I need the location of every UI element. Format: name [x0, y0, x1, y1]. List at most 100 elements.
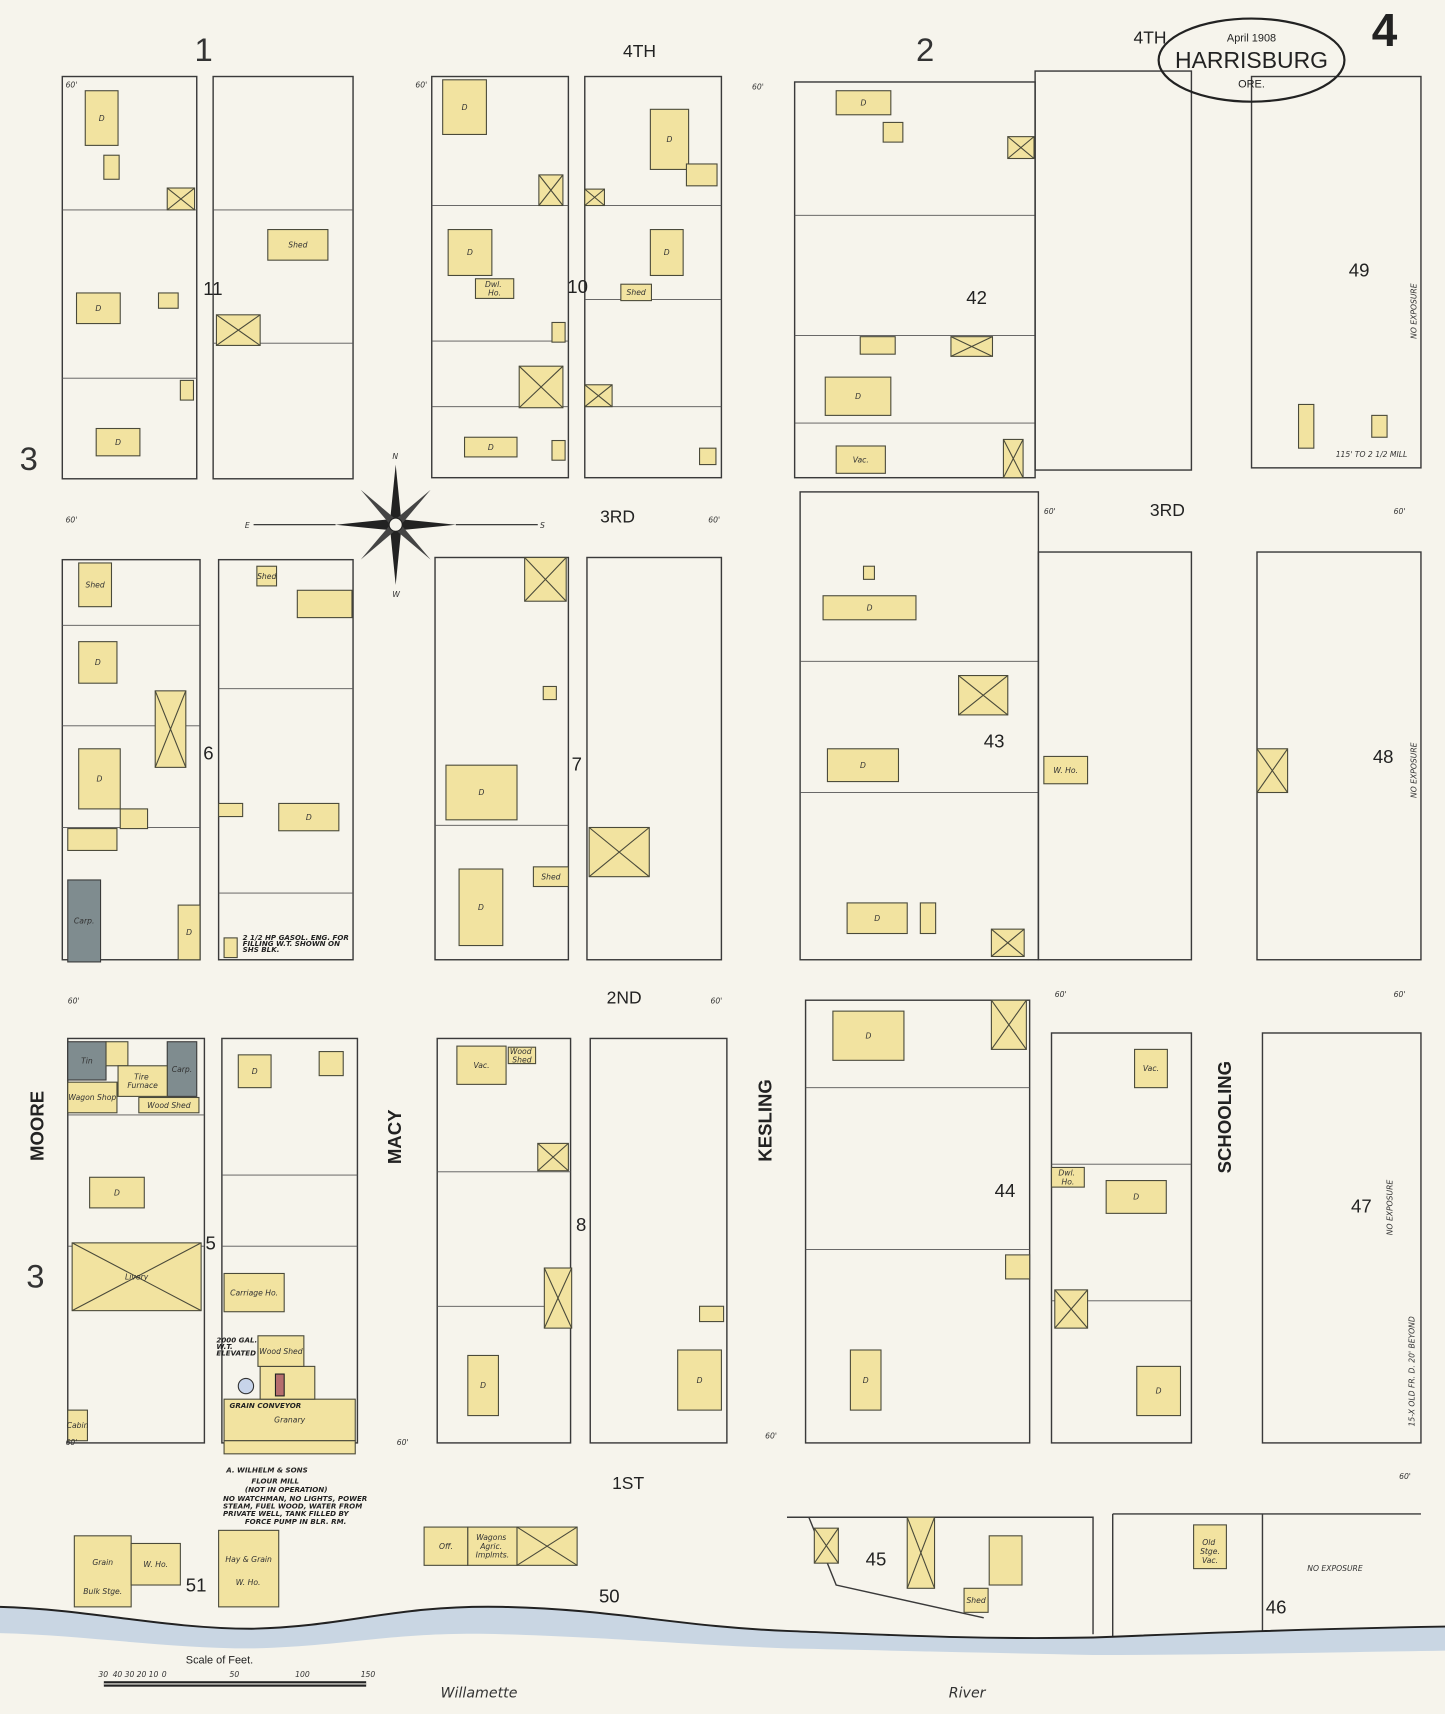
stable-building — [588, 826, 650, 878]
building-label: D — [861, 98, 867, 107]
river-name-2: River — [949, 1686, 987, 1702]
city-block — [431, 75, 570, 479]
street-schooling: SCHOOLING — [1214, 1061, 1235, 1174]
block-number: 42 — [966, 287, 987, 308]
street-2nd: 2ND — [607, 987, 642, 1007]
stable-building — [537, 1142, 569, 1172]
building-label: Vac. — [1202, 1556, 1218, 1565]
building-label: D — [467, 248, 473, 257]
frame-building — [1105, 1180, 1167, 1214]
stable-building — [1002, 438, 1024, 479]
frame-building — [1043, 755, 1089, 785]
frame-building — [1371, 414, 1388, 438]
misc-note: 2 1/2 HP GASOL. ENG. FOR FILLING W.T. SH… — [243, 933, 352, 954]
frame-building — [458, 868, 504, 947]
block-number: 46 — [1266, 1596, 1287, 1617]
scale-tick: 150 — [361, 1670, 376, 1679]
frame-building — [832, 1010, 905, 1061]
frame-building — [73, 1535, 132, 1608]
stable-building — [958, 674, 1009, 716]
water-tank-icon — [237, 1377, 255, 1395]
frame-building — [542, 685, 557, 701]
frame-building — [445, 764, 518, 821]
building-label: Dwl. Ho. — [485, 280, 504, 298]
building-label: D — [1133, 1193, 1139, 1202]
city-block — [1037, 551, 1193, 961]
scale-tick: 20 — [137, 1670, 147, 1679]
block-number: 49 — [1349, 260, 1370, 281]
frame-building — [1005, 1254, 1031, 1280]
block-number: 7 — [572, 754, 582, 775]
frame-building — [177, 904, 201, 961]
grain-conveyor-label: GRAIN CONVEYOR — [230, 1401, 302, 1410]
compass-rose: N W S E — [245, 452, 545, 599]
building-label: D — [860, 761, 866, 770]
title-ellipse — [1157, 17, 1346, 103]
frame-building — [423, 1526, 469, 1566]
mill-note: NO WATCHMAN, NO LIGHTS, POWER — [223, 1494, 367, 1503]
stable-building — [813, 1527, 839, 1564]
building-label: D — [186, 928, 192, 937]
block-number: 8 — [576, 1214, 586, 1235]
compass-s: S — [540, 521, 545, 530]
city-block — [1034, 70, 1193, 471]
frame-building — [467, 1526, 518, 1566]
building-label: Shed — [85, 581, 104, 590]
building-label: D — [306, 813, 312, 822]
street-width-label: 60' — [1394, 507, 1406, 516]
flour-mill-label: 2000 GAL. W.T. ELEVATED GRAIN CONVEYOR A… — [216, 1335, 367, 1525]
frame-building — [1136, 1365, 1182, 1417]
building-label: Wood Shed — [259, 1347, 303, 1356]
street-kesling: KESLING — [755, 1079, 776, 1162]
building-label: D — [667, 135, 673, 144]
ref-number-3-top: 3 — [20, 440, 38, 477]
frame-building — [257, 1335, 305, 1367]
misc-note: 115' TO 2 1/2 MILL — [1336, 450, 1408, 459]
building-label: Vac. — [473, 1061, 489, 1070]
title-city: HARRISBURG — [1175, 47, 1328, 73]
frame-building — [826, 748, 900, 783]
frame-building — [698, 1305, 725, 1323]
stable-building — [1054, 1289, 1089, 1329]
frame-building — [119, 808, 149, 830]
block-number: 48 — [1373, 746, 1394, 767]
frame-building — [882, 121, 904, 143]
frame-building — [296, 589, 353, 619]
river-name-1: Willamette — [440, 1686, 517, 1702]
scale-tick: 100 — [295, 1670, 310, 1679]
city-block — [61, 558, 201, 961]
exposure-notes: NO EXPOSURE NO EXPOSURE NO EXPOSURE NO E… — [243, 283, 1419, 1573]
building-label: D — [95, 304, 101, 313]
city-block — [589, 1037, 728, 1444]
willamette-river: Willamette River — [0, 1605, 1445, 1702]
building-label: Livery — [125, 1272, 149, 1281]
stable-building — [584, 384, 613, 408]
street-width-label: 60' — [1055, 990, 1067, 999]
frame-building — [551, 439, 566, 461]
building-label: D — [252, 1067, 258, 1076]
stable-building — [1007, 136, 1035, 160]
building-label: D — [97, 775, 103, 784]
city-block — [436, 1037, 572, 1444]
building-label: Shed — [288, 241, 307, 250]
frame-building — [551, 321, 566, 343]
brick-building — [166, 1041, 198, 1097]
building-label: Wood Shed — [147, 1101, 191, 1110]
street-3rd: 3RD — [600, 507, 635, 527]
frame-building — [318, 1051, 344, 1077]
frame-building — [218, 802, 244, 818]
building-label: D — [95, 658, 101, 667]
scale-tick: 30 — [125, 1670, 135, 1679]
building-label: Off. — [439, 1542, 453, 1551]
building-label: D — [462, 103, 468, 112]
frame-building — [1297, 403, 1315, 449]
stable-building — [990, 928, 1025, 958]
frame-building — [1193, 1524, 1227, 1570]
scale-tick: 10 — [149, 1670, 159, 1679]
city-block — [1050, 1032, 1193, 1444]
building-label: D — [1156, 1387, 1162, 1396]
block-number: 43 — [984, 731, 1005, 752]
